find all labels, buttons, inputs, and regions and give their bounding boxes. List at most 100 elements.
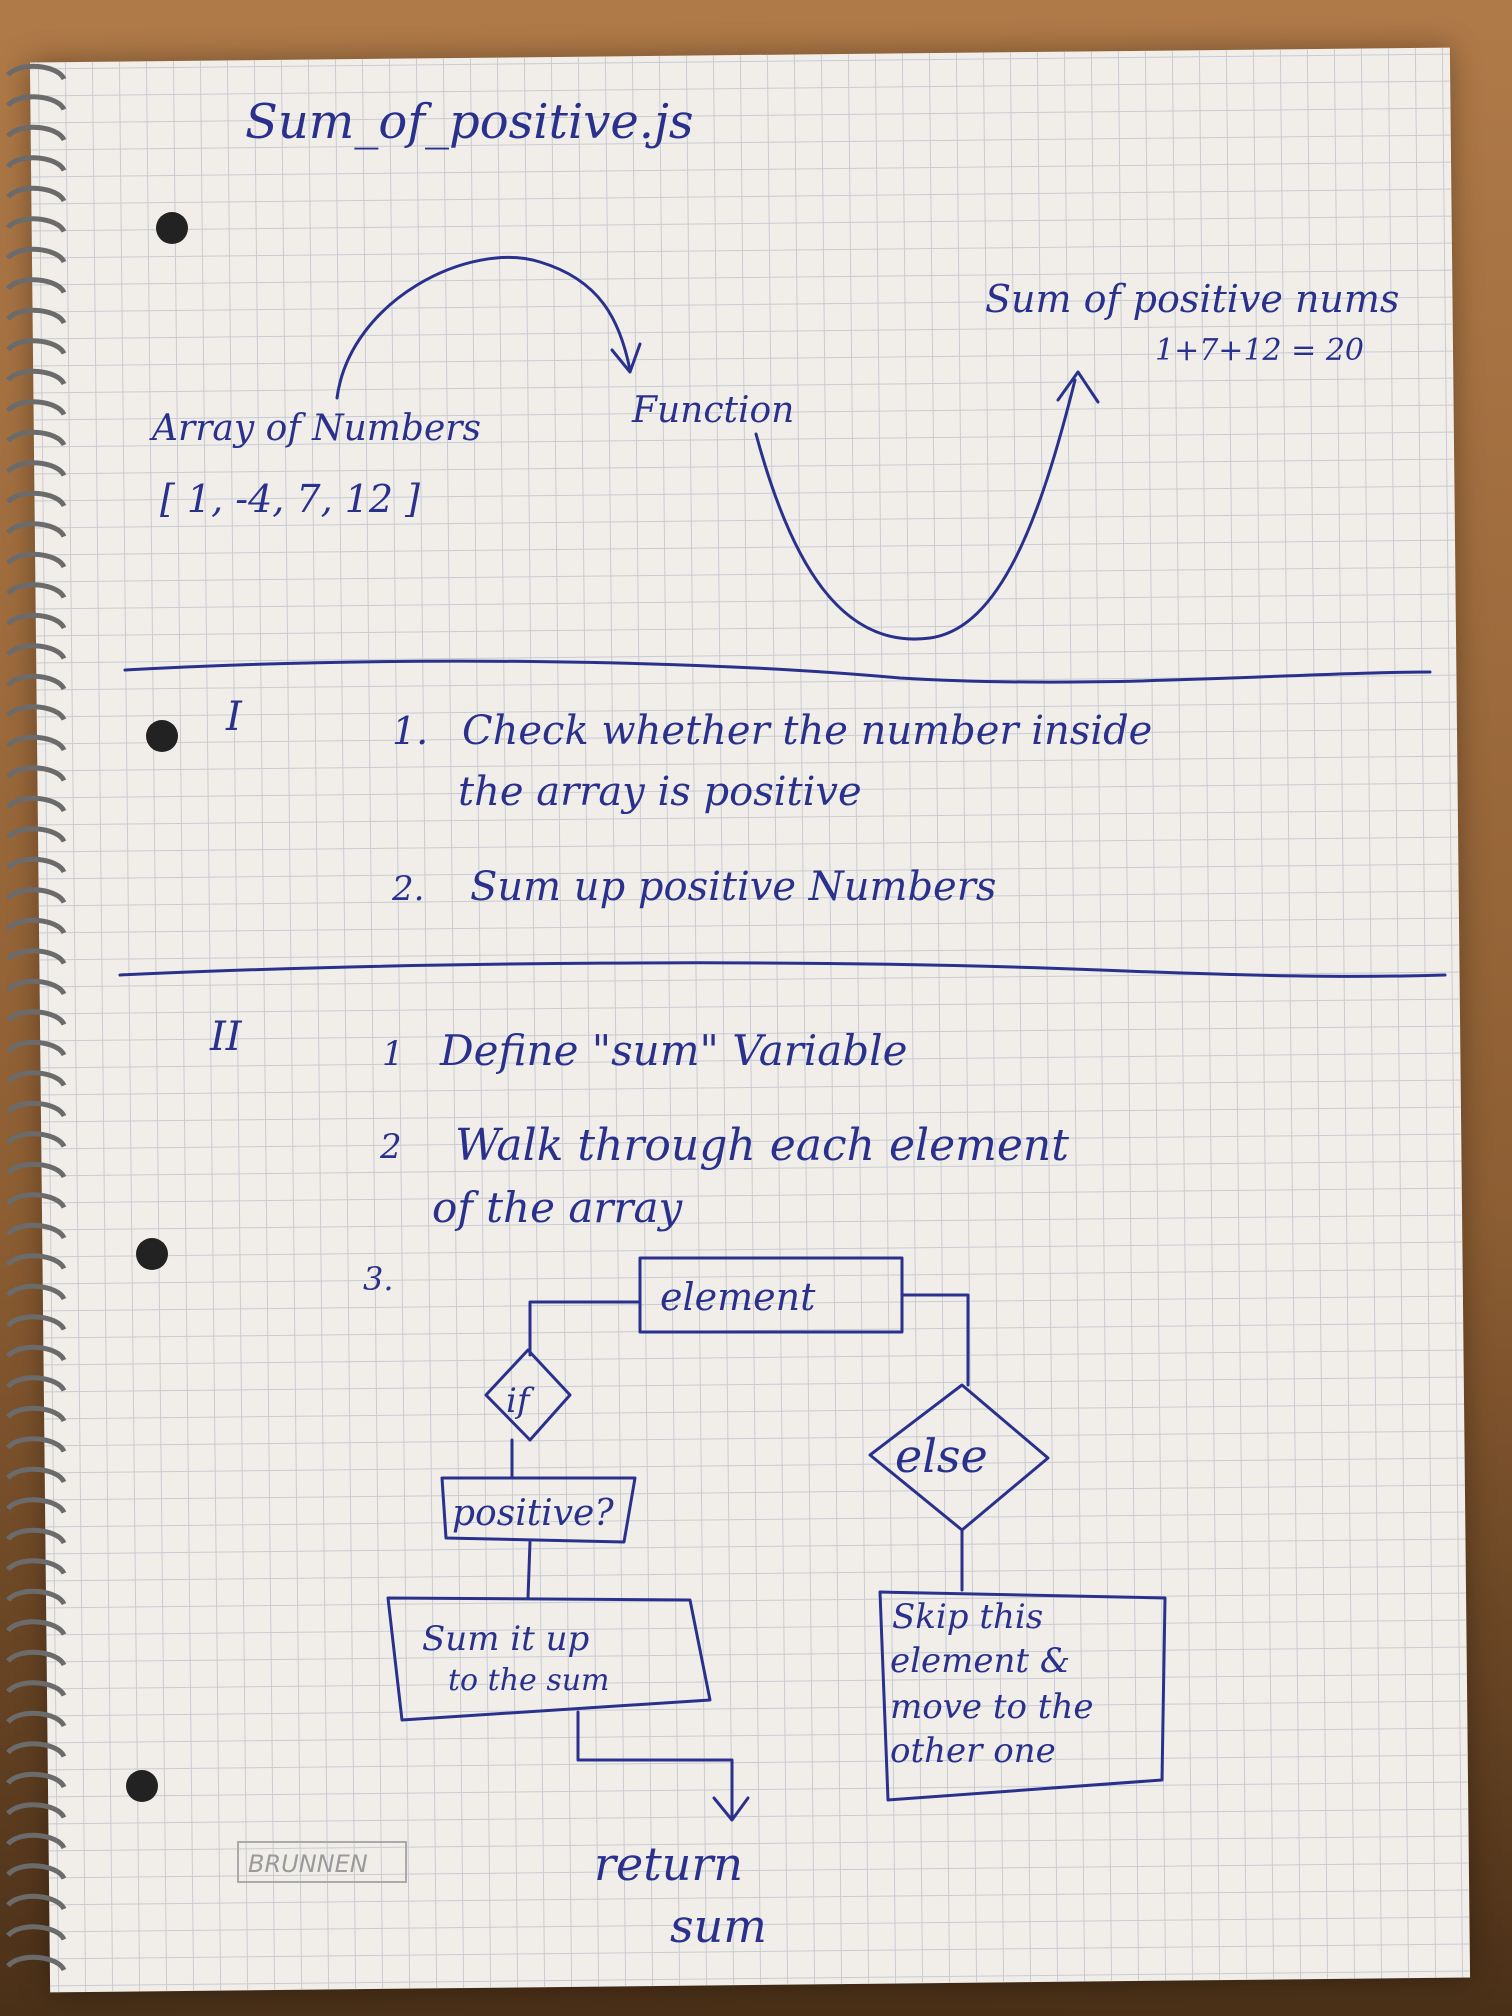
spiral-coil	[6, 734, 67, 752]
brand-logo-frame	[237, 1841, 407, 1883]
brand-logo: BRUNNEN	[248, 1850, 368, 1878]
spiral-coil	[6, 429, 67, 447]
positive-box	[440, 1476, 637, 1544]
section-two-step2-number: 2	[379, 1127, 402, 1167]
spiral-coil	[6, 551, 67, 569]
spiral-coil	[6, 795, 67, 813]
spiral-coil	[6, 368, 67, 386]
if-diamond	[484, 1348, 572, 1442]
input-array: [ 1, -4, 7, 12 ]	[160, 477, 420, 521]
section-one-step1-line1: Check whether the number inside	[462, 708, 1152, 754]
arrow-input-to-function	[335, 256, 632, 400]
spiral-coil	[6, 1802, 67, 1819]
connector	[526, 1540, 532, 1600]
spiral-coil	[6, 1680, 67, 1697]
spiral-coil	[6, 643, 67, 660]
spiral-coil	[6, 1131, 67, 1148]
if-label: if	[506, 1381, 535, 1421]
spiral-coil	[6, 1649, 67, 1667]
spiral-coil	[6, 1100, 67, 1118]
section-one-step1-number: 1.	[392, 709, 428, 753]
punch-hole	[126, 1770, 158, 1802]
positive-label: positive?	[452, 1493, 614, 1534]
spiral-coil	[6, 1924, 67, 1941]
spiral-coil	[6, 1283, 67, 1301]
return-line2: sum	[670, 1899, 767, 1953]
arrow-head	[610, 342, 642, 374]
spiral-coil	[6, 1588, 67, 1606]
spiral-coil	[6, 1497, 67, 1514]
spiral-coil	[6, 1009, 67, 1026]
spiral-coil	[6, 612, 67, 630]
input-label: Array of Numbers	[149, 408, 481, 449]
sum-line1: Sum it up	[422, 1619, 589, 1659]
spiral-coil	[6, 1436, 67, 1453]
punch-hole	[136, 1238, 168, 1270]
section-two-step1: Define "sum" Variable	[439, 1026, 907, 1075]
spiral-coil	[6, 856, 67, 874]
spiral-coil	[6, 1954, 67, 1972]
divider-line	[118, 961, 1447, 978]
section-one-step1-line2: the array is positive	[458, 769, 862, 815]
spiral-coil	[6, 307, 67, 325]
spiral-coil	[6, 978, 67, 996]
spiral-coil	[6, 1832, 67, 1850]
sum-line2: to the sum	[448, 1663, 609, 1698]
spiral-coil	[6, 399, 67, 416]
spiral-coil	[6, 1344, 67, 1362]
spiral-coil	[6, 246, 67, 264]
output-equation: 1+7+12 = 20	[1155, 333, 1364, 368]
arrow-function-to-output	[754, 378, 1077, 641]
section-two-step2-line1: Walk through each element	[455, 1120, 1069, 1171]
connector-to-if	[528, 1300, 642, 1357]
spiral-coil	[6, 1253, 67, 1270]
output-label: Sum of positive nums	[985, 277, 1399, 321]
else-label: else	[895, 1429, 988, 1483]
spiral-coil	[6, 63, 67, 81]
spiral-coil	[6, 185, 67, 203]
spiral-coil	[6, 1893, 67, 1911]
spiral-coil	[6, 94, 67, 111]
spiral-coil	[6, 826, 67, 843]
arrow-head	[712, 1796, 750, 1822]
spiral-coil	[6, 1375, 67, 1392]
spiral-coil	[6, 917, 67, 935]
spiral-coil	[6, 490, 67, 508]
spiral-coil	[6, 1710, 67, 1728]
page-title: Sum_of_positive.js	[245, 94, 694, 150]
punch-hole	[156, 212, 188, 244]
spiral-coil	[6, 673, 67, 691]
skip-line4: other one	[890, 1731, 1056, 1771]
spiral-coil	[6, 124, 67, 142]
punch-hole	[146, 720, 178, 752]
spiral-coil	[6, 948, 67, 965]
spiral-coil	[6, 338, 67, 355]
divider-line	[123, 659, 1432, 684]
spiral-coil	[6, 1771, 67, 1789]
spiral-coil	[6, 1039, 67, 1057]
sum-box	[386, 1596, 712, 1722]
spiral-coil	[6, 521, 67, 538]
function-label: Function	[631, 390, 794, 431]
spiral-coil	[6, 704, 67, 721]
spiral-coil	[6, 1222, 67, 1240]
section-two-numeral: II	[209, 1014, 243, 1060]
spiral-coil	[6, 1619, 67, 1636]
skip-line3: move to the	[890, 1687, 1093, 1727]
spiral-coil	[6, 1863, 67, 1880]
spiral-coil	[6, 1466, 67, 1484]
element-label: element	[660, 1275, 816, 1319]
spiral-coil	[6, 1192, 67, 1209]
spiral-coil	[6, 277, 67, 294]
section-one-step2-number: 2.	[391, 869, 424, 909]
skip-line2: element &	[890, 1641, 1070, 1681]
spiral-binding	[6, 63, 67, 1972]
spiral-coil	[6, 1314, 67, 1331]
return-line1: return	[594, 1837, 743, 1891]
skip-line1: Skip this	[892, 1597, 1043, 1637]
spiral-coil	[6, 765, 67, 782]
connector-to-else	[900, 1293, 970, 1387]
section-two-step1-number: 1	[382, 1034, 404, 1074]
spiral-coil	[6, 155, 67, 172]
